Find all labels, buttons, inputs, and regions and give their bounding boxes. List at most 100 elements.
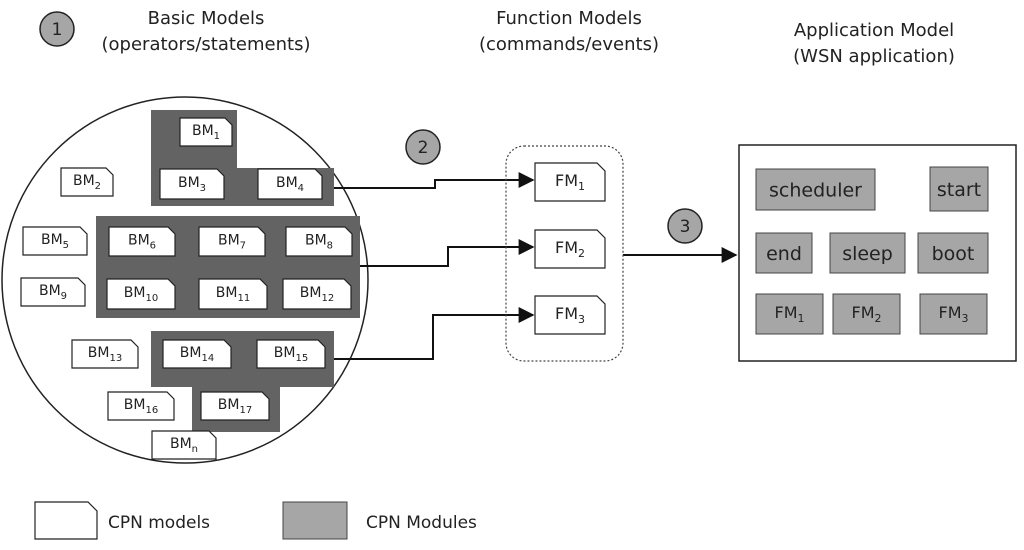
basic-model-shape bbox=[179, 117, 233, 147]
basic-model-shape bbox=[108, 226, 176, 257]
basic-model-bm2: BM2 bbox=[60, 167, 114, 197]
basic-model-label: BM9 bbox=[39, 283, 67, 302]
function-model-shape bbox=[534, 229, 606, 269]
step-1-marker: 1 bbox=[39, 11, 75, 47]
application-model-title: Application Model bbox=[794, 20, 954, 41]
app-item-label: end bbox=[766, 243, 802, 265]
basic-model-label: BM2 bbox=[73, 173, 101, 192]
function-model-label: FM3 bbox=[555, 304, 585, 326]
basic-model-label: BM4 bbox=[276, 175, 304, 194]
app-item-label: scheduler bbox=[769, 180, 862, 202]
basic-model-shape bbox=[198, 226, 266, 257]
app-item-box bbox=[929, 166, 989, 212]
app-item-fm2: FM2 bbox=[832, 293, 901, 335]
basic-model-label: BM16 bbox=[124, 397, 158, 416]
basic-models-title: Basic Models bbox=[148, 8, 265, 29]
basic-model-label: BM15 bbox=[274, 345, 308, 364]
app-item-label: FM3 bbox=[938, 303, 968, 325]
app-item-end: end bbox=[755, 232, 813, 274]
function-model-fm3: FM3 bbox=[534, 295, 606, 335]
app-item-box bbox=[832, 293, 901, 335]
function-models-title: Function Models bbox=[496, 8, 642, 29]
basic-model-shape bbox=[257, 168, 323, 200]
basic-model-bm14: BM14 bbox=[162, 339, 232, 369]
basic-model-shape bbox=[20, 277, 86, 307]
basic-model-label: BM3 bbox=[178, 175, 206, 194]
basic-model-label: BM14 bbox=[180, 345, 214, 364]
app-item-label: boot bbox=[932, 243, 975, 265]
function-model-shape bbox=[534, 162, 606, 202]
basic-model-label: BM7 bbox=[218, 233, 246, 252]
function-model-fm1: FM1 bbox=[534, 162, 606, 202]
function-model-label: FM2 bbox=[555, 238, 585, 260]
legend-cpn-modules-swatch bbox=[282, 501, 348, 540]
app-item-scheduler: scheduler bbox=[755, 168, 876, 211]
basic-model-label: BM12 bbox=[300, 285, 334, 304]
basic-model-bm1: BM1 bbox=[179, 117, 233, 147]
arrow-module-3-to-fm3 bbox=[334, 307, 535, 360]
basic-model-bmn: BMn bbox=[151, 430, 217, 460]
app-item-label: FM1 bbox=[774, 303, 804, 325]
basic-model-bm16: BM16 bbox=[107, 391, 175, 421]
function-models-subtitle: (commands/events) bbox=[479, 34, 659, 55]
function-model-shape bbox=[534, 295, 606, 335]
application-model-subtitle: (WSN application) bbox=[793, 46, 955, 67]
app-item-label: sleep bbox=[842, 243, 893, 265]
basic-model-bm7: BM7 bbox=[198, 226, 266, 257]
app-item-start: start bbox=[929, 166, 989, 212]
app-item-sleep: sleep bbox=[829, 232, 906, 274]
app-item-box bbox=[755, 168, 876, 211]
basic-model-shape bbox=[151, 430, 217, 460]
legend-cpn-models-label: CPN models bbox=[108, 513, 210, 533]
basic-model-shape bbox=[107, 391, 175, 421]
basic-model-bm6: BM6 bbox=[108, 226, 176, 257]
basic-model-bm9: BM9 bbox=[20, 277, 86, 307]
basic-model-shape bbox=[162, 339, 232, 369]
basic-model-bm17: BM17 bbox=[200, 391, 270, 421]
arrow-module-1-to-fm1 bbox=[334, 172, 535, 189]
basic-model-label: BM10 bbox=[124, 285, 158, 304]
app-item-box bbox=[917, 232, 989, 274]
function-model-label: FM1 bbox=[555, 171, 585, 193]
step-2-marker: 2 bbox=[405, 129, 441, 165]
app-item-box bbox=[755, 232, 813, 274]
basic-model-shape bbox=[22, 226, 88, 256]
basic-model-shape bbox=[159, 168, 225, 200]
basic-model-bm5: BM5 bbox=[22, 226, 88, 256]
basic-model-shape bbox=[256, 339, 326, 369]
basic-model-label: BM13 bbox=[88, 345, 122, 364]
basic-model-shape bbox=[60, 167, 114, 197]
legend-cpn-modules-label: CPN Modules bbox=[366, 513, 477, 533]
function-model-fm2: FM2 bbox=[534, 229, 606, 269]
basic-model-label: BM8 bbox=[305, 233, 333, 252]
app-item-label: start bbox=[937, 179, 981, 201]
basic-model-bm15: BM15 bbox=[256, 339, 326, 369]
basic-model-label: BM5 bbox=[41, 232, 69, 251]
arrow-module-2-to-fm2 bbox=[360, 239, 535, 267]
basic-model-shape bbox=[198, 278, 268, 310]
basic-model-bm13: BM13 bbox=[71, 339, 139, 369]
basic-model-label: BM17 bbox=[218, 397, 252, 416]
basic-model-bm10: BM10 bbox=[106, 278, 176, 310]
basic-model-shape bbox=[71, 339, 139, 369]
app-item-fm3: FM3 bbox=[919, 293, 988, 335]
basic-model-bm11: BM11 bbox=[198, 278, 268, 310]
legend: CPN models CPN Modules bbox=[34, 501, 477, 540]
basic-model-bm3: BM3 bbox=[159, 168, 225, 200]
basic-model-shape bbox=[285, 226, 353, 257]
basic-model-label: BM11 bbox=[216, 285, 250, 304]
step-3-marker: 3 bbox=[667, 208, 703, 244]
basic-model-bm12: BM12 bbox=[282, 278, 352, 310]
app-item-fm1: FM1 bbox=[755, 293, 824, 335]
basic-models-subtitle: (operators/statements) bbox=[102, 34, 311, 55]
app-item-box bbox=[919, 293, 988, 335]
function-models-container bbox=[505, 145, 624, 362]
basic-model-bm4: BM4 bbox=[257, 168, 323, 200]
app-item-box bbox=[829, 232, 906, 274]
basic-model-label: BMn bbox=[170, 436, 198, 455]
basic-model-label: BM1 bbox=[192, 123, 220, 142]
